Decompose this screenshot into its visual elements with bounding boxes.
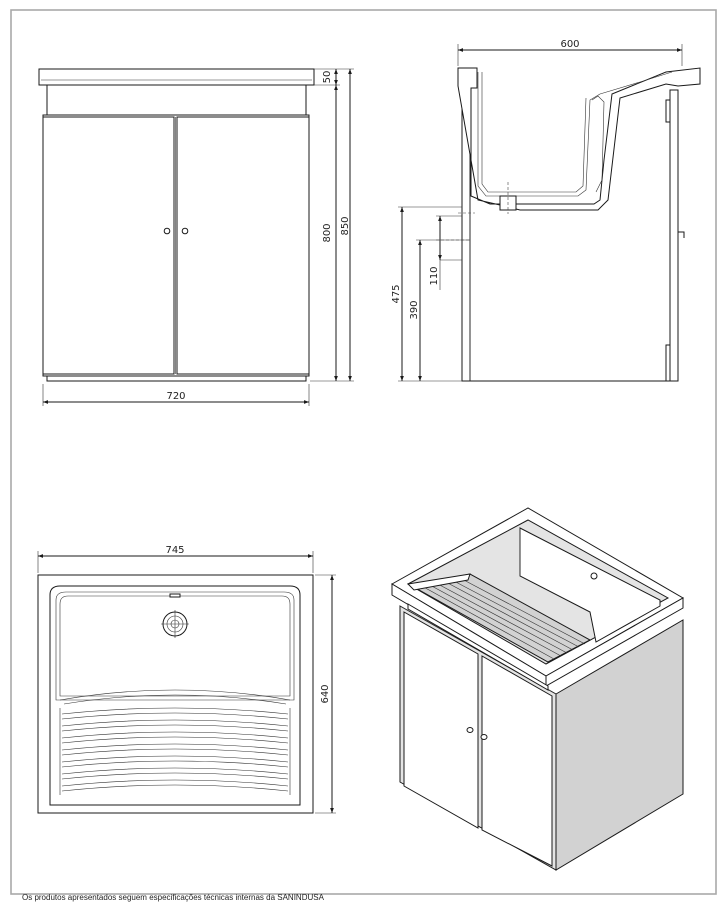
washboard-ribs [61, 707, 289, 792]
front-view: 720 50 800 850 [38, 68, 354, 406]
right-door [176, 116, 310, 375]
inner-height-dimension: 390 [409, 300, 420, 319]
iso-right-knob [480, 734, 488, 740]
top-thickness-dimension: 50 [322, 71, 333, 84]
top-view: 745 640 [37, 545, 336, 814]
cabinet-height-dimension: 800 [322, 223, 333, 242]
top-depth-dimension: 640 [320, 684, 331, 703]
total-height-dimension: 850 [340, 216, 351, 235]
sheet-border [10, 9, 717, 895]
side-depth-dimension: 600 [560, 39, 579, 50]
footer-note: Os produtos apresentados seguem especifi… [22, 893, 324, 902]
iso-washboard-ribs [419, 577, 586, 660]
left-knob [163, 227, 171, 235]
front-width-dimension: 720 [166, 391, 185, 402]
left-door [42, 116, 175, 375]
isometric-view [391, 507, 685, 871]
overflow-hole [590, 572, 598, 580]
right-knob [181, 227, 189, 235]
side-view: 600 475 390 110 [391, 39, 701, 382]
outlet-height-dimension: 475 [391, 284, 402, 303]
top-width-dimension: 745 [165, 545, 184, 556]
gap-dimension: 110 [429, 266, 440, 285]
iso-left-knob [466, 727, 474, 733]
